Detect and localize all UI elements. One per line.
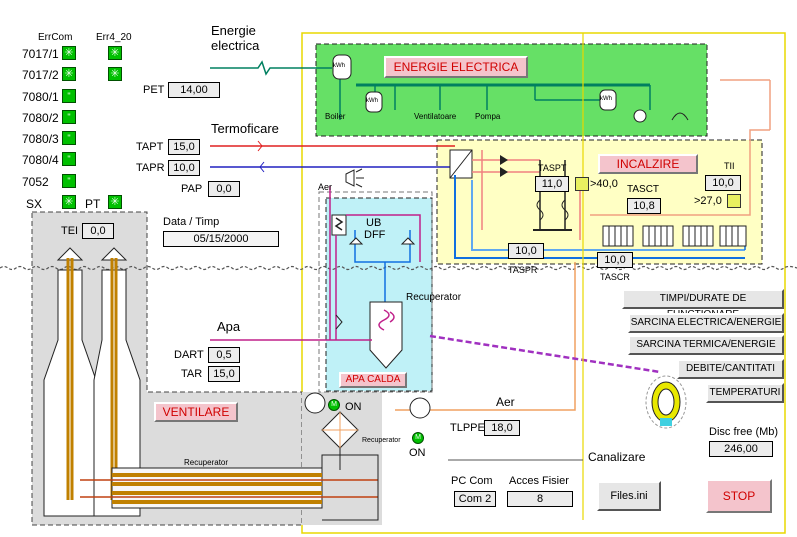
asterisk-icon: ✳ — [108, 46, 122, 60]
quote-icon: " — [62, 152, 76, 166]
pap-label: PAP — [181, 183, 203, 195]
recuperator-label: Recuperator — [406, 292, 462, 303]
tasct-value: 10,8 — [627, 198, 661, 214]
tapt-label: TAPT — [136, 141, 164, 153]
motor-icon: M — [412, 432, 424, 444]
datetime-label: Data / Timp — [163, 216, 220, 228]
tar-value: 15,0 — [208, 366, 240, 382]
kwh-boiler-label: kWh — [366, 98, 378, 104]
aer-label: Aer — [496, 395, 515, 409]
status-row-label-4: 7080/2 — [22, 111, 59, 125]
stop-button[interactable]: STOP — [706, 479, 772, 513]
apa-calda-button[interactable]: APA CALDA — [339, 372, 407, 388]
kwh-main-label: kWh — [333, 63, 345, 69]
pet-value: 14,00 — [168, 82, 220, 98]
status-row-label-5: 7080/3 — [22, 132, 59, 146]
pt-label: PT — [85, 197, 101, 211]
tasct-label: TASCT — [627, 184, 660, 195]
pc-com-label: PC Com — [451, 475, 493, 487]
disc-free-label: Disc free (Mb) — [709, 426, 779, 438]
tascr-value: 10,0 — [597, 252, 633, 268]
quote-icon: " — [62, 89, 76, 103]
taspt-label: TASPT — [538, 163, 567, 173]
asterisk-icon: ✳ — [108, 67, 122, 81]
tapr-label: TAPR — [136, 162, 165, 174]
acces-fisier-label: Acces Fisier — [509, 475, 569, 487]
termoficare-title: Termoficare — [211, 121, 279, 136]
tapt-value: 15,0 — [168, 139, 200, 155]
status-row-label-6: 7080/4 — [22, 153, 59, 167]
ventilatoare-label: Ventilatoare — [414, 112, 457, 121]
recuperator-main-label: Recuperator — [184, 458, 229, 467]
aer-intake-label: Aer — [318, 182, 333, 192]
menu-temperaturi-button[interactable]: TEMPERATURI — [706, 383, 784, 403]
tei-label: TEI — [61, 225, 79, 237]
recuperator-small-label: Recuperator — [362, 437, 401, 444]
dart-value: 0,5 — [208, 347, 240, 363]
err4-20-header: Err4_20 — [96, 32, 132, 43]
pompa-label: Pompa — [475, 112, 501, 121]
files-ini-button[interactable]: Files.ini — [597, 481, 661, 511]
tii-value: 10,0 — [705, 175, 741, 191]
gt27-label: >27,0 — [694, 195, 722, 207]
pc-com-value: Com 2 — [454, 491, 496, 507]
apa-title: Apa — [217, 319, 241, 334]
disc-free-value: 246,00 — [709, 441, 773, 457]
pet-label: PET — [143, 84, 165, 96]
dart-label: DART — [174, 349, 204, 361]
energy-title-line1: Energie — [211, 23, 256, 38]
menu-timpi-button[interactable]: TIMPI/DURATE DE FUNCTIONARE — [622, 289, 784, 320]
setpoint-indicator — [575, 177, 589, 191]
fan2-on-label: ON — [409, 447, 426, 459]
status-row-label-2: 7017/2 — [22, 68, 59, 82]
pap-value: 0,0 — [208, 181, 240, 197]
energie-electrica-button[interactable]: ENERGIE ELECTRICA — [384, 56, 528, 78]
menu-debite-button[interactable]: DEBITE/CANTITATI — [677, 359, 784, 379]
status-row-label-1: 7017/1 — [22, 47, 59, 61]
errcom-header: ErrCom — [38, 32, 73, 43]
tii-label: TII — [724, 161, 735, 171]
tapr-value: 10,0 — [168, 160, 200, 176]
tlppe-label: TLPPE — [450, 422, 485, 434]
motor-icon: M — [328, 399, 340, 411]
quote-icon: " — [62, 131, 76, 145]
status-row-label-7: 7052 — [22, 175, 49, 189]
status-row-label-3: 7080/1 — [22, 90, 59, 104]
kwh-right-label: kWh — [600, 96, 612, 102]
incalzire-button[interactable]: INCALZIRE — [598, 154, 698, 174]
dff-label: DFF — [364, 229, 386, 241]
asterisk-icon: ✳ — [108, 195, 122, 209]
asterisk-icon: ✳ — [62, 67, 76, 81]
taspt-value: 11,0 — [535, 176, 569, 192]
acces-fisier-value: 8 — [507, 491, 573, 507]
asterisk-icon: ✳ — [62, 46, 76, 60]
menu-sarcina-electrica-button[interactable]: SARCINA ELECTRICA/ENERGIE — [628, 313, 784, 333]
setpoint-indicator — [727, 194, 741, 208]
fan1-on-label: ON — [345, 401, 362, 413]
ventilare-button[interactable]: VENTILARE — [154, 402, 238, 422]
ub-label: UB — [366, 217, 382, 229]
boiler-label: Boiler — [325, 112, 346, 121]
sx-label: SX — [26, 197, 43, 211]
tascr-label: TASCR — [600, 272, 630, 282]
quote-icon: " — [62, 174, 76, 188]
quote-icon: " — [62, 110, 76, 124]
menu-sarcina-termica-button[interactable]: SARCINA TERMICA/ENERGIE — [628, 335, 784, 355]
taspr-label: TASPR — [508, 265, 538, 275]
tlppe-value: 18,0 — [484, 420, 520, 436]
datetime-value: 05/15/2000 — [163, 231, 279, 247]
asterisk-icon: ✳ — [62, 195, 76, 209]
canalizare-label: Canalizare — [588, 450, 646, 464]
taspr-value: 10,0 — [508, 243, 544, 259]
energy-title-line2: electrica — [211, 38, 260, 53]
tei-value: 0,0 — [82, 223, 114, 239]
tar-label: TAR — [181, 368, 203, 380]
gt40-label: >40,0 — [590, 178, 618, 190]
